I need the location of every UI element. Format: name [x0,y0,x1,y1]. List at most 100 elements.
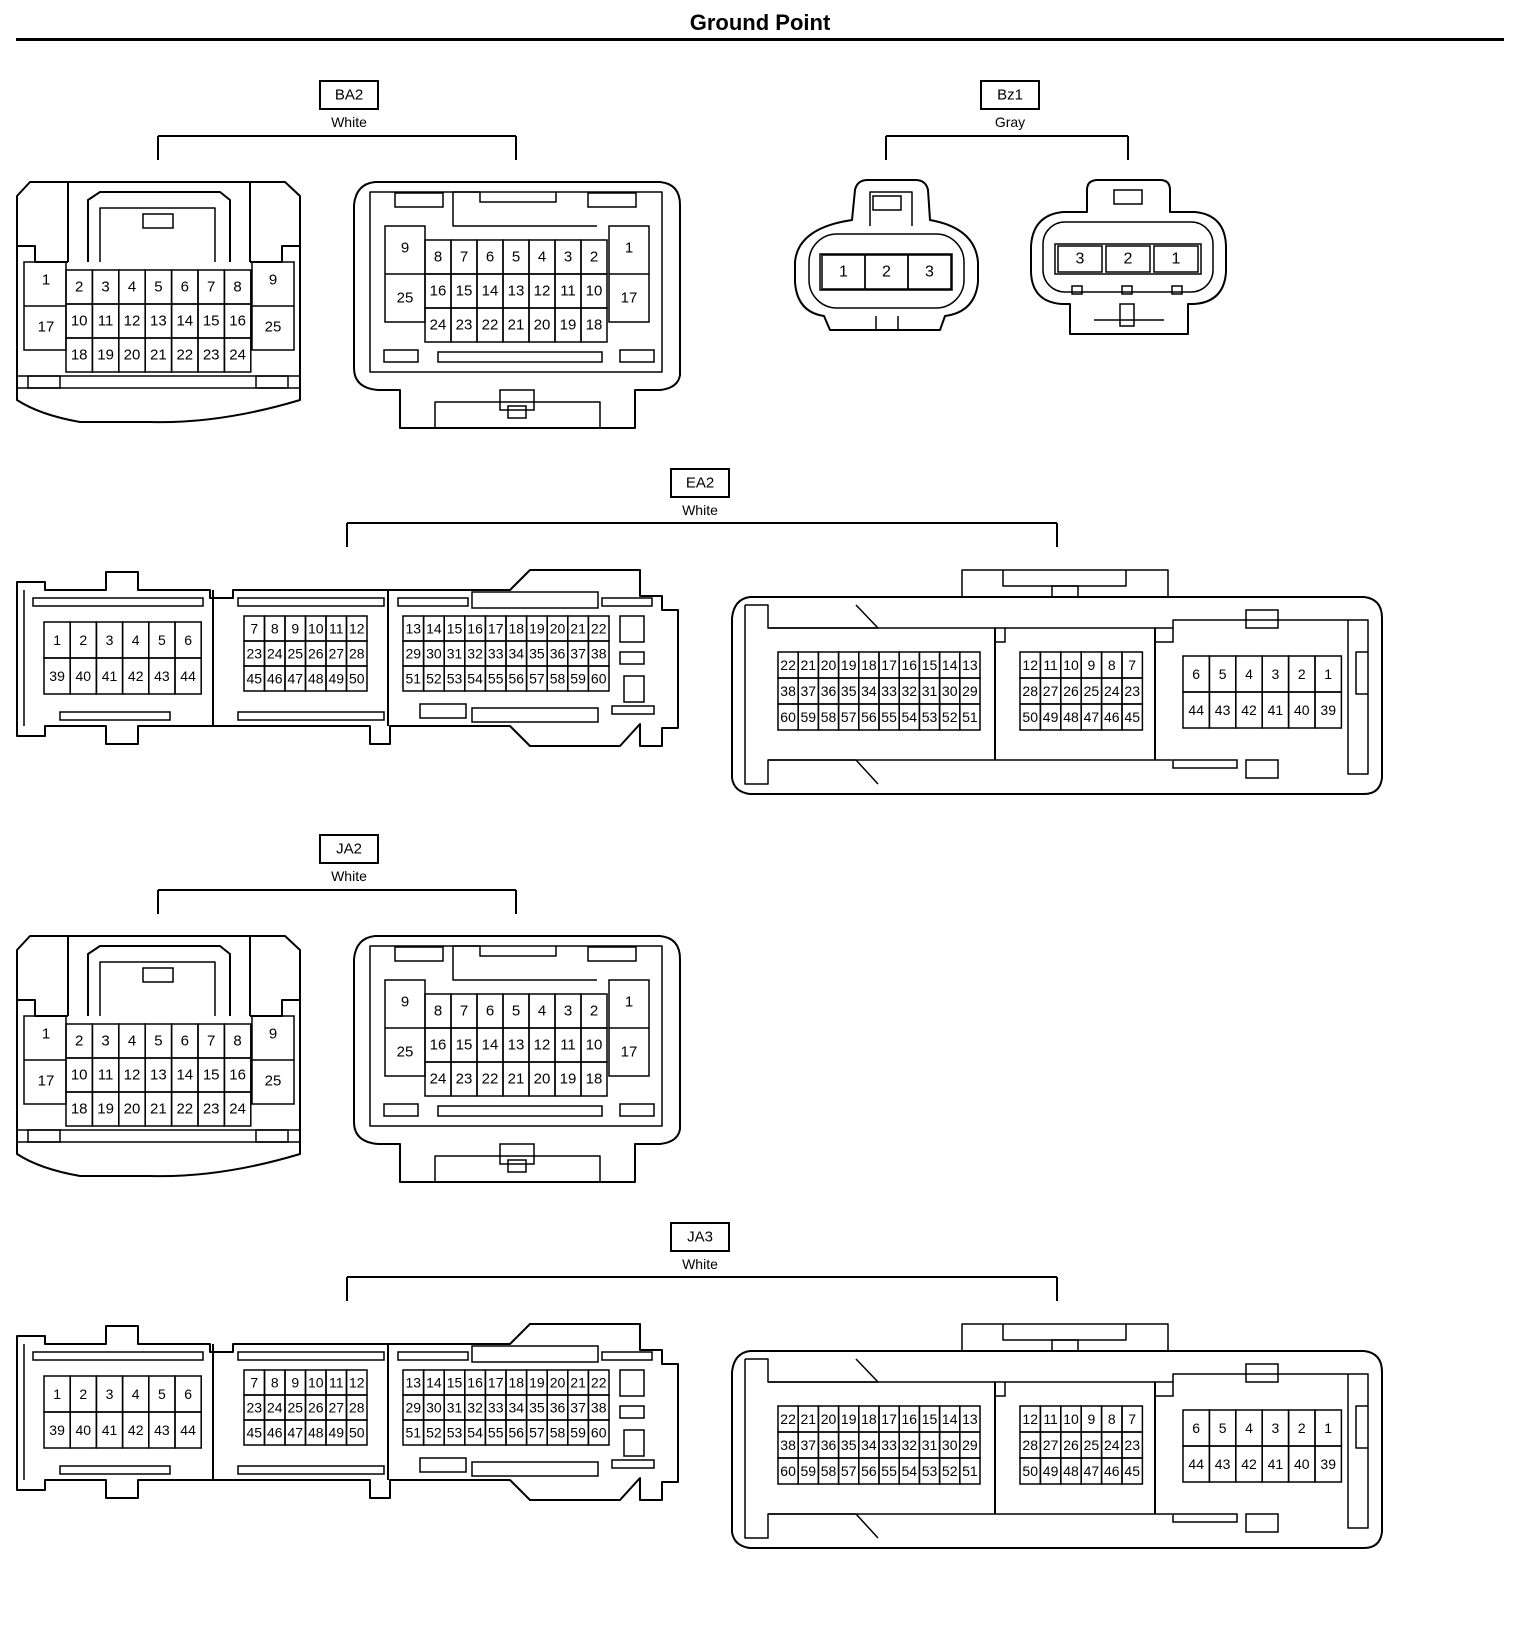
pin-number: 25 [287,646,303,662]
side-tab [619,615,645,643]
frame-notch [453,945,557,957]
rail [471,1345,599,1363]
pin-number: 53 [922,709,938,725]
pin-number: 28 [349,646,365,662]
pin-number: 15 [447,1375,463,1391]
pin-number: 16 [229,313,246,330]
key-mark [1071,285,1083,295]
pin-number: 31 [922,1437,938,1453]
pin-number: 57 [841,1463,857,1479]
latch-tab [1113,189,1143,205]
pin-number: 17 [38,1073,55,1090]
pin-number: 37 [801,1437,817,1453]
pin-number: 6 [181,1033,189,1050]
rail [397,597,469,607]
housing-outline [16,935,301,1178]
pin-number: 18 [861,1411,877,1427]
pin-number: 7 [460,1003,468,1020]
pin-number: 30 [942,1437,958,1453]
pin-number: 14 [426,621,442,637]
pin-number: 19 [560,317,577,334]
pin-number: 2 [1298,1420,1306,1436]
pin-number: 51 [962,709,978,725]
pin-number: 21 [150,347,167,364]
pin-number: 15 [922,1411,938,1427]
pin-number: 43 [154,1422,170,1438]
connector-id: BA2 [335,87,363,104]
pin-number: 20 [534,1071,551,1088]
pin-number: 14 [482,283,499,300]
pin-cell [587,1419,610,1446]
housing-outline [731,1350,1383,1549]
pin-number: 15 [203,313,220,330]
pin-number: 9 [269,272,277,289]
housing-outline [16,181,301,424]
pin-number: 12 [1022,1411,1038,1427]
inner-frame [1172,1373,1369,1529]
pin-number: 17 [621,1044,638,1061]
rail [59,1465,171,1475]
pin-number: 3 [101,279,109,296]
pin-number: 47 [287,1425,303,1441]
divider-tab [1154,627,1174,643]
pin-number: 8 [271,1375,279,1391]
pin-number: 20 [821,657,837,673]
pin-number: 7 [207,1033,215,1050]
pin-number: 20 [124,1101,141,1118]
pin-number: 23 [456,1071,473,1088]
pin-number: 45 [1124,709,1140,725]
key-mark [1171,285,1183,295]
housing-outline [353,181,681,429]
lock-outline [434,1155,601,1182]
connector-bracket [346,1276,1058,1301]
pin-cell [959,1457,981,1485]
pin-number: 43 [154,668,170,684]
pin-number: 2 [590,1003,598,1020]
pin-number: 26 [1063,683,1079,699]
pin-number: 23 [246,1400,262,1416]
pin-number: 18 [71,347,88,364]
pin-number: 6 [486,249,494,266]
pin-number: 3 [1272,1420,1280,1436]
pin-cell [907,254,952,290]
pin-number: 36 [821,683,837,699]
rail [419,703,467,719]
pin-number: 22 [591,621,607,637]
pin-number: 13 [406,1375,422,1391]
pin-number: 45 [246,1425,262,1441]
pin-number: 42 [1241,1456,1257,1472]
pin-number: 18 [71,1101,88,1118]
pin-number: 29 [406,646,422,662]
pin-cell [345,1419,368,1446]
pin-number: 24 [267,646,283,662]
pin-frame [819,253,953,291]
housing-step [17,999,300,1017]
pin-number: 26 [308,1400,324,1416]
pin-number: 8 [1108,657,1116,673]
pin-number: 13 [508,283,525,300]
pin-number: 25 [397,290,414,307]
connector-color: Gray [995,114,1025,130]
pin-number: 9 [1088,657,1096,673]
side-notch [1355,1405,1368,1449]
pin-number: 16 [902,1411,918,1427]
pin-number: 29 [962,1437,978,1453]
frame-tab [1245,1513,1279,1533]
pin-cell [223,337,252,373]
pin-number: 1 [1172,251,1181,268]
pin-number: 37 [570,646,586,662]
rail [471,1461,599,1477]
pin-number: 46 [1104,709,1120,725]
latch-tab [142,213,174,229]
rail-tab [27,375,61,389]
pin-number: 57 [529,1425,545,1441]
pin-number: 16 [467,1375,483,1391]
pin-number: 53 [922,1463,938,1479]
pin-number: 41 [1268,702,1284,718]
pin-number: 6 [184,632,192,648]
pin-number: 11 [329,1375,344,1391]
pin-number: 10 [586,1037,603,1054]
